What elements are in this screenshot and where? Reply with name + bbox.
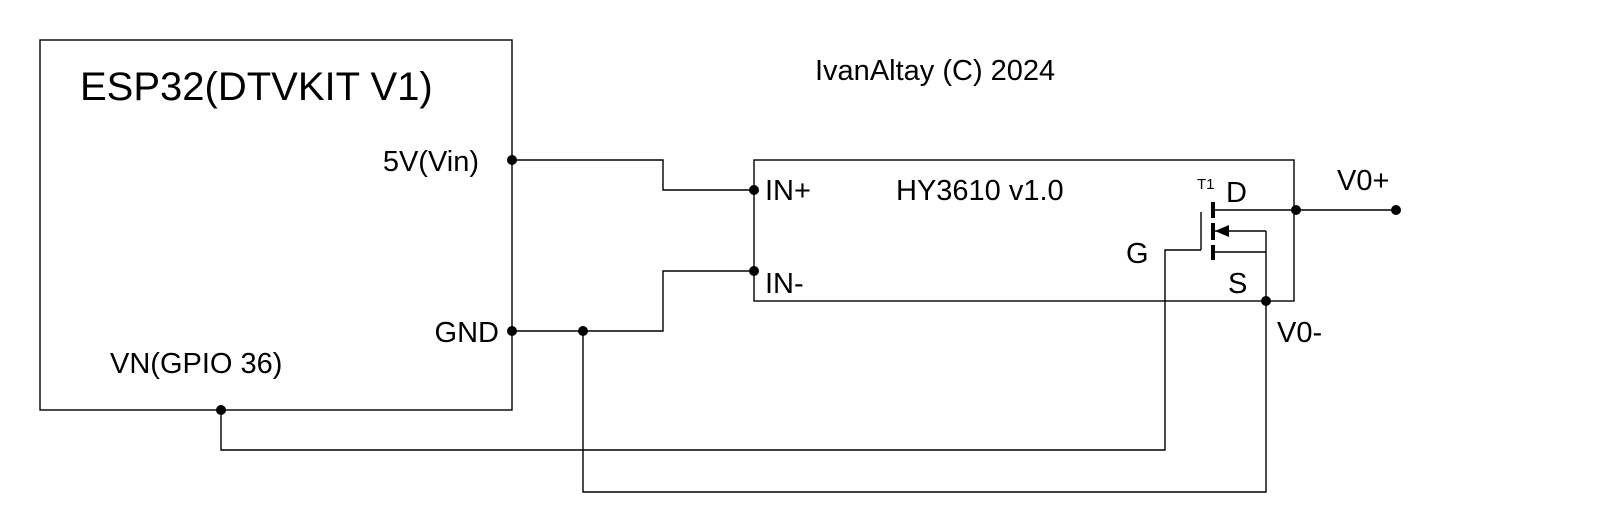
hy3610-pin-in-minus-label: IN- bbox=[765, 268, 804, 300]
junction-dot-gnd-branch bbox=[578, 326, 588, 336]
junction-dot-in-minus bbox=[749, 266, 759, 276]
hy3610-box bbox=[753, 159, 1295, 302]
junction-dot-v0-minus bbox=[1261, 296, 1271, 306]
wire-vn-to-gate bbox=[220, 249, 1201, 451]
esp32-box bbox=[39, 39, 513, 411]
terminal-dot-v0-plus bbox=[1391, 205, 1401, 215]
junction-dot-5v bbox=[507, 155, 517, 165]
esp32-title: ESP32(DTVKIT V1) bbox=[80, 65, 433, 109]
hy3610-pin-in-plus-label: IN+ bbox=[765, 175, 811, 207]
junction-dot-gnd bbox=[507, 326, 517, 336]
v0-plus-label: V0+ bbox=[1337, 165, 1389, 197]
esp32-pin-gnd-label: GND bbox=[435, 317, 499, 349]
esp32-pin-5v-label: 5V(Vin) bbox=[383, 146, 479, 178]
wire-5v-to-in-plus bbox=[512, 159, 754, 191]
gate-label: G bbox=[1126, 238, 1149, 270]
junction-dot-vn bbox=[216, 405, 226, 415]
source-label: S bbox=[1228, 268, 1247, 300]
transistor-ref-label: T1 bbox=[1197, 176, 1215, 193]
junction-dot-in-plus bbox=[749, 185, 759, 195]
wire-gnd-to-v0-minus bbox=[582, 231, 1267, 493]
mosfet-symbol bbox=[1200, 202, 1296, 260]
credit-text: IvanAltay (C) 2024 bbox=[815, 55, 1055, 87]
drain-label: D bbox=[1226, 177, 1247, 209]
hy3610-title: HY3610 v1.0 bbox=[896, 175, 1064, 207]
junction-dot-drain bbox=[1291, 205, 1301, 215]
esp32-pin-vn-label: VN(GPIO 36) bbox=[110, 348, 282, 380]
wire-gnd-to-in-minus bbox=[512, 270, 754, 332]
mosfet-arrow bbox=[1215, 225, 1229, 237]
v0-minus-label: V0- bbox=[1277, 317, 1322, 349]
